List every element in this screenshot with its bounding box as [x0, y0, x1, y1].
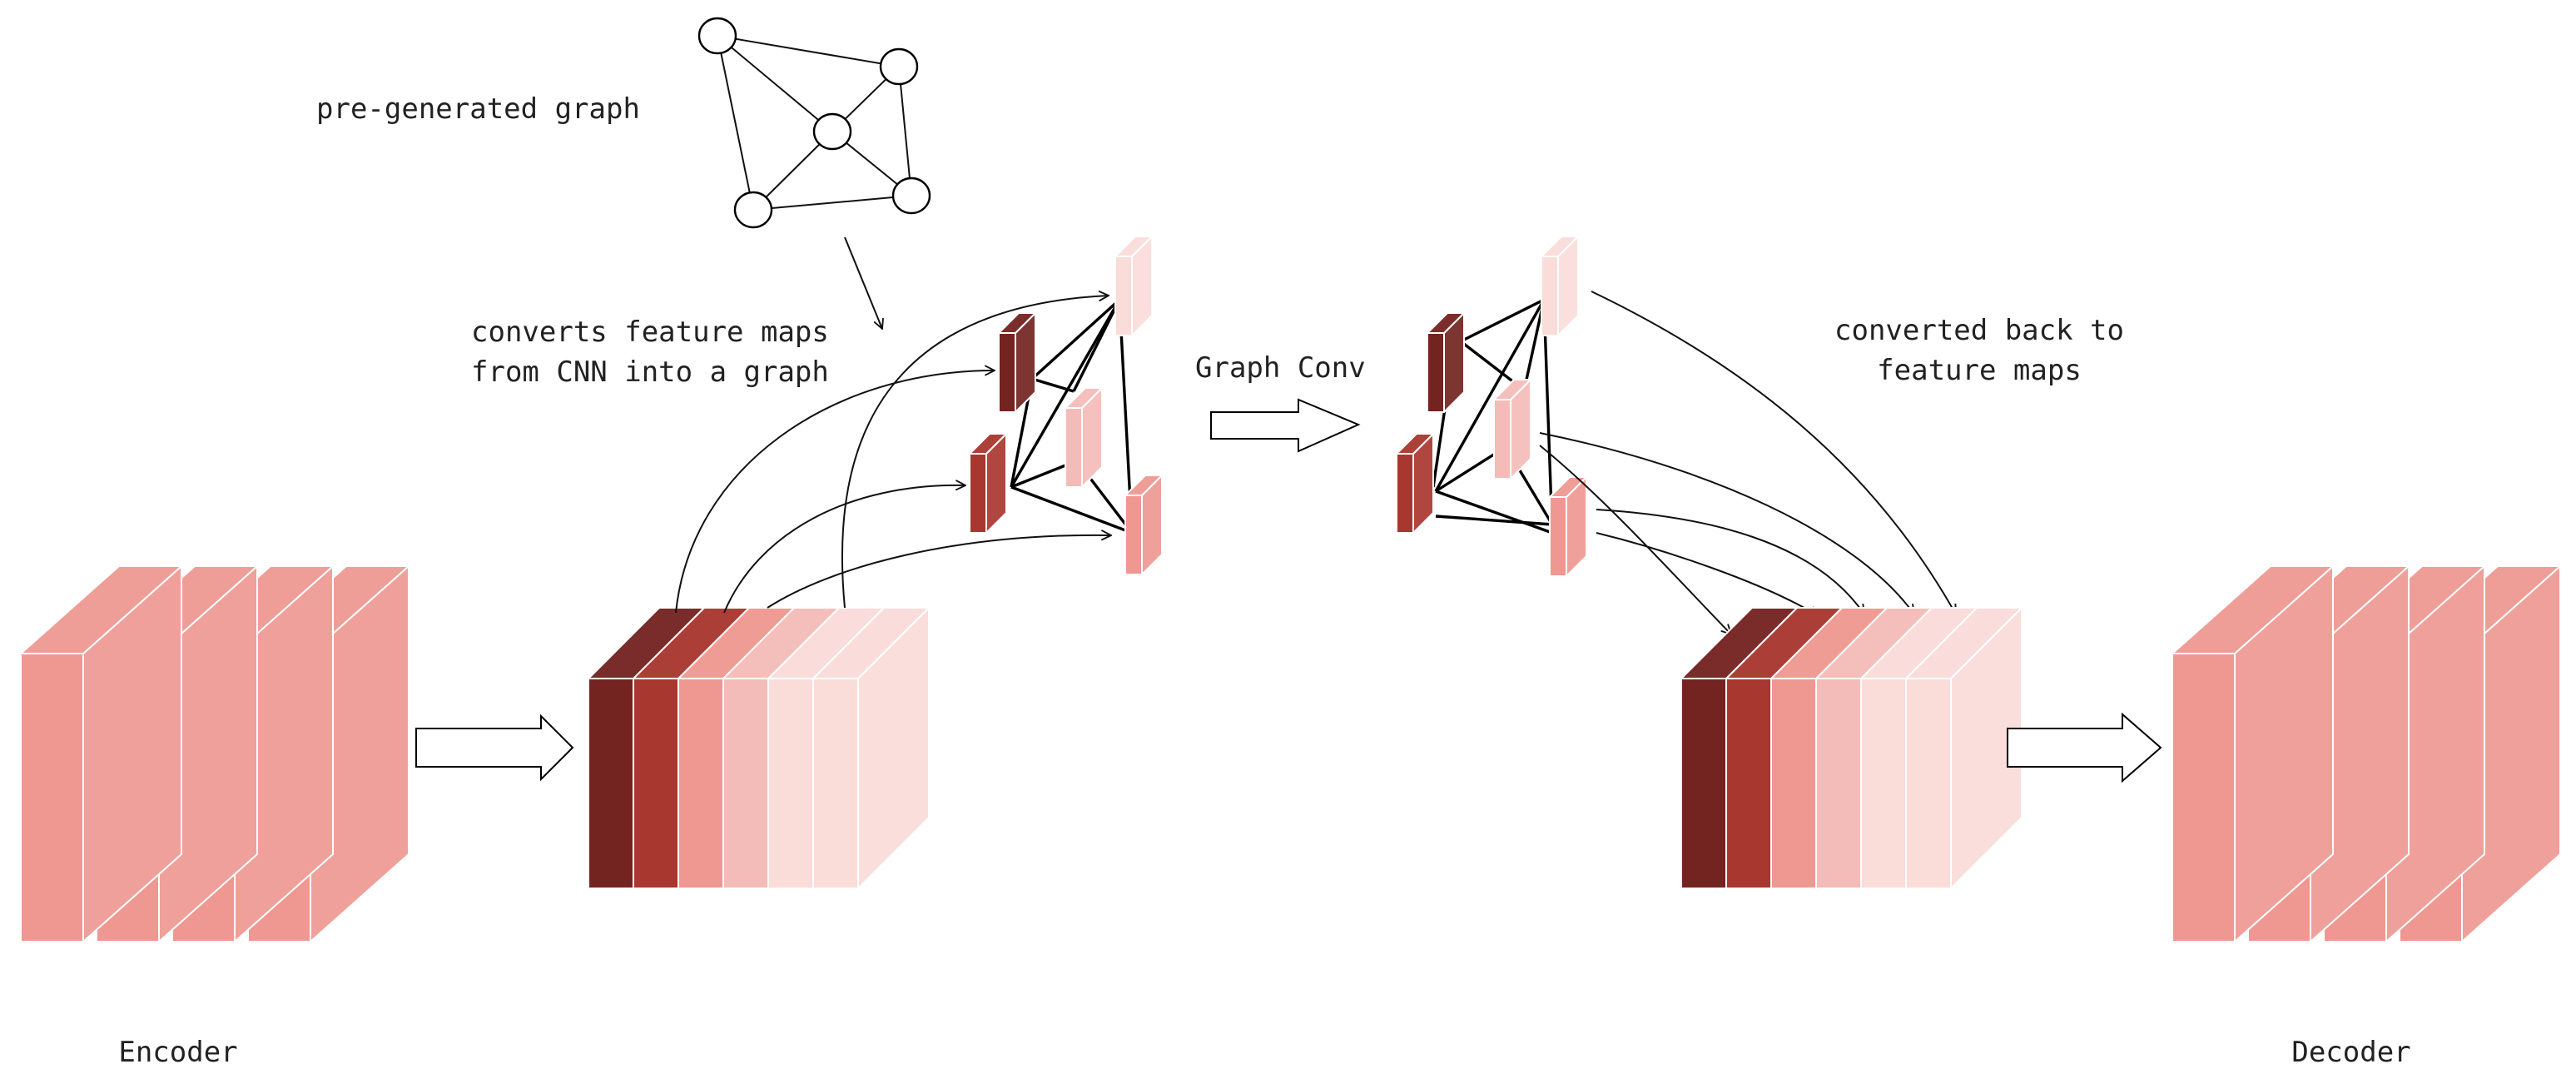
- right-feature-map-channel: [1725, 607, 1843, 889]
- converted-node-feature: [1541, 236, 1579, 336]
- reconstruction-label-line-2: feature maps: [1877, 354, 2082, 387]
- converted-graph-nodes: [1396, 236, 1587, 577]
- left-feature-map-channel-front: [678, 678, 724, 889]
- left-feature-map-channel-front: [812, 678, 859, 889]
- graph-node-feature: [969, 433, 1007, 534]
- reconstruction-label-line-1: converted back to: [1834, 314, 2124, 347]
- graph-construction-label-line-2: from CNN into a graph: [471, 356, 829, 389]
- projection-arrow: [767, 535, 1111, 609]
- graph-node-feature: [1065, 387, 1103, 488]
- right-feature-map-channel: [1815, 607, 1933, 889]
- graph-node-feature: [998, 312, 1036, 413]
- graph-node: [891, 177, 931, 215]
- reconstruction-arrow: [1596, 509, 1864, 614]
- right-feature-map-channel-front: [1815, 678, 1862, 889]
- decoder-layer: [2171, 565, 2334, 942]
- graph-guidance-arrow: [844, 236, 882, 329]
- graph-conv-label: Graph Conv: [1195, 351, 1366, 385]
- converted-node-feature-front: [1427, 332, 1445, 413]
- graph-node-feature-front: [969, 453, 987, 534]
- graph-node: [697, 17, 737, 55]
- cnn-feature-map-block: [588, 607, 930, 889]
- graph-node: [733, 191, 773, 229]
- right-feature-map-channel-front: [1860, 678, 1907, 889]
- decoder-input-arrow: [2007, 712, 2162, 783]
- pre-generated-graph: [697, 17, 931, 229]
- projection-arrows-group: [675, 296, 1111, 614]
- projection-arrow: [723, 485, 965, 614]
- left-feature-map-channel-front: [722, 678, 769, 889]
- graph-edge: [717, 35, 900, 67]
- graph-edge: [717, 35, 833, 132]
- right-feature-map-channel-front: [1725, 678, 1772, 889]
- graph-node-feature-front: [1124, 495, 1143, 575]
- converted-node-feature-front: [1493, 399, 1511, 480]
- left-feature-map-channel: [588, 607, 705, 889]
- decoder-layer-front: [2171, 653, 2236, 942]
- converted-node-feature: [1396, 433, 1434, 534]
- converted-node-feature: [1427, 312, 1465, 413]
- projection-arrow: [841, 296, 1109, 609]
- graph-edge: [898, 66, 912, 196]
- encoder-label: Encoder: [118, 1036, 237, 1069]
- encoder-output-arrow: [415, 714, 574, 782]
- left-feature-map-channel: [633, 607, 750, 889]
- graph-node: [812, 112, 852, 151]
- converted-node-feature-front: [1541, 256, 1559, 336]
- converted-node-feature: [1549, 476, 1587, 577]
- right-feature-map-channel-front: [1770, 678, 1817, 889]
- graph-node-feature-front: [1114, 256, 1133, 336]
- right-feature-map-channel-front: [1680, 678, 1727, 889]
- graph-edge: [752, 195, 912, 211]
- feature-graph-nodes: [969, 236, 1163, 575]
- graph-edge: [717, 35, 754, 211]
- right-feature-map-channel: [1680, 607, 1798, 889]
- reconstruction-arrows-group: [1539, 291, 1956, 634]
- graph-node-feature-front: [1065, 407, 1083, 488]
- reconstruction-arrow: [1539, 432, 1914, 614]
- left-feature-map-channel-front: [767, 678, 814, 889]
- decoder-feature-stack: [2171, 565, 2561, 942]
- reconstruction-arrow: [1539, 445, 1731, 634]
- converted-node-feature-front: [1549, 496, 1567, 577]
- encoder-layer-front: [20, 653, 84, 942]
- reconstruction-arrow: [1596, 532, 1819, 616]
- left-feature-map-channel: [812, 607, 930, 889]
- left-feature-map-channel-front: [633, 678, 679, 889]
- converted-node-feature: [1493, 379, 1531, 480]
- graph-node-feature-front: [998, 332, 1016, 413]
- encoder-feature-stack: [20, 565, 409, 942]
- graph-conv-arrow: [1210, 398, 1361, 453]
- graph-node: [879, 47, 919, 86]
- reconstructed-feature-map-block: [1680, 607, 2023, 889]
- graph-node-feature: [1124, 475, 1163, 575]
- left-feature-map-channel-front: [588, 678, 634, 889]
- right-feature-map-channel-front: [1905, 678, 1952, 889]
- converted-node-feature-front: [1396, 453, 1414, 534]
- decoder-label: Decoder: [2291, 1036, 2410, 1069]
- pre-generated-graph-label: pre-generated graph: [316, 92, 640, 126]
- reconstruction-arrow: [1591, 291, 1956, 614]
- graph-construction-label-line-1: converts feature maps: [471, 316, 829, 349]
- encoder-layer: [20, 565, 182, 942]
- graph-node-feature: [1114, 236, 1153, 336]
- projection-arrow: [675, 370, 995, 614]
